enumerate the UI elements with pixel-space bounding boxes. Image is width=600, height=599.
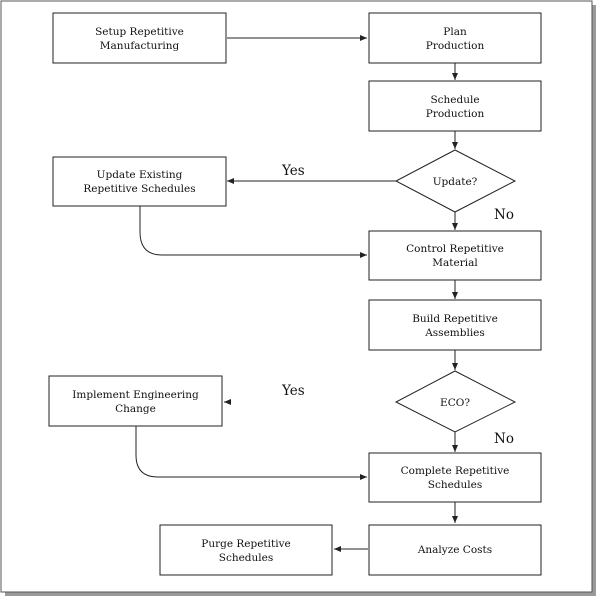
edge-label-eco-no: No bbox=[494, 431, 514, 447]
box-label-line: Production bbox=[426, 108, 485, 120]
box-complete-repetitive-schedules: Complete Repetitive Schedules bbox=[368, 452, 542, 503]
box-label-line: Complete Repetitive bbox=[401, 465, 510, 477]
box-control-repetitive-material: Control Repetitive Material bbox=[368, 230, 542, 281]
box-label-line: Schedules bbox=[219, 552, 274, 564]
box-analyze-costs: Analyze Costs bbox=[368, 524, 542, 576]
box-schedule-production: Schedule Production bbox=[368, 80, 542, 132]
box-label-line: Analyze Costs bbox=[417, 544, 492, 556]
edge-label-update-no: No bbox=[494, 207, 514, 223]
box-label-line: Manufacturing bbox=[100, 40, 180, 52]
decision-label: ECO? bbox=[440, 397, 470, 409]
decision-label: Update? bbox=[433, 176, 478, 188]
box-build-repetitive-assemblies: Build Repetitive Assemblies bbox=[368, 299, 542, 351]
edge-implement-to-complete bbox=[135, 426, 367, 480]
box-label-line: Implement Engineering bbox=[72, 389, 199, 401]
box-label-line: Production bbox=[426, 40, 485, 52]
box-implement-engineering-change: Implement Engineering Change bbox=[48, 375, 223, 427]
box-label-line: Build Repetitive bbox=[412, 313, 498, 325]
edge-label-eco-yes: Yes bbox=[281, 383, 305, 399]
box-update-existing-repetitive-schedules: Update Existing Repetitive Schedules bbox=[52, 156, 227, 207]
box-label-line: Update Existing bbox=[97, 169, 183, 181]
box-label-line: Repetitive Schedules bbox=[83, 183, 195, 195]
box-label-line: Material bbox=[432, 257, 478, 269]
box-label-line: Setup Repetitive bbox=[95, 26, 184, 38]
box-label-line: Assemblies bbox=[424, 327, 485, 339]
box-label-line: Control Repetitive bbox=[406, 243, 504, 255]
edge-update-existing-to-control bbox=[139, 206, 367, 258]
box-purge-repetitive-schedules: Purge Repetitive Schedules bbox=[159, 524, 333, 576]
connectors bbox=[135, 35, 458, 552]
decision-update: Update? bbox=[394, 149, 517, 213]
box-label-line: Plan bbox=[443, 26, 467, 38]
decision-eco: ECO? bbox=[394, 370, 517, 433]
box-label-line: Purge Repetitive bbox=[201, 538, 290, 550]
edge-label-update-yes: Yes bbox=[281, 163, 305, 179]
box-plan-production: Plan Production bbox=[368, 12, 542, 64]
box-label-line: Schedules bbox=[428, 479, 483, 491]
box-label-line: Schedule bbox=[430, 94, 479, 106]
box-setup-repetitive-manufacturing: Setup Repetitive Manufacturing bbox=[52, 12, 227, 64]
box-label-line: Change bbox=[115, 403, 156, 415]
